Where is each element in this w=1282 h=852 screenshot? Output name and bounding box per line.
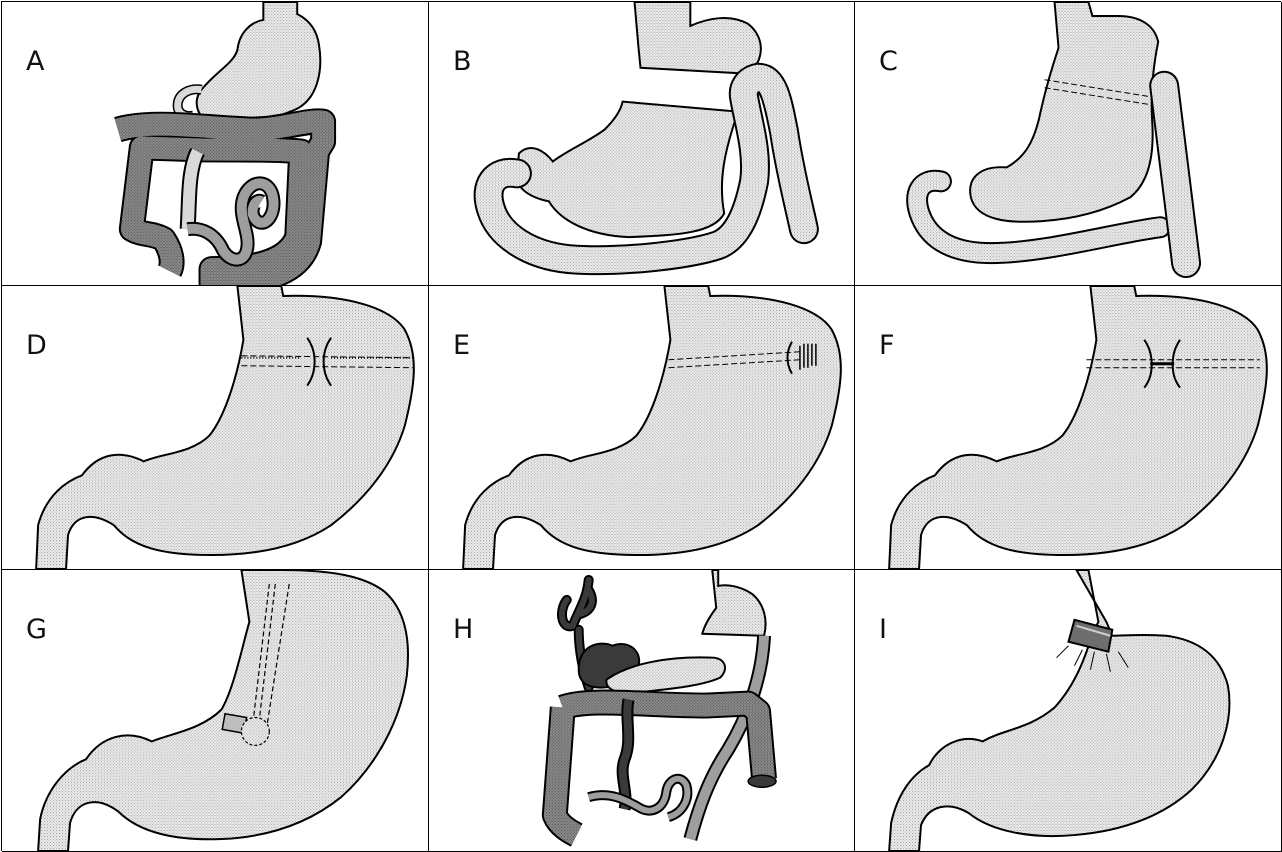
gastric-bypass-loop-illustration: [855, 2, 1281, 285]
partitioned-stomach-bypass-illustration: [429, 2, 854, 285]
panel-f: F: [855, 286, 1282, 570]
panel-h: H: [429, 570, 855, 852]
panel-e: E: [429, 286, 855, 570]
panel-b: B: [429, 2, 855, 286]
panel-a: A: [2, 2, 429, 286]
gastroplasty-central-channel-illustration: [855, 286, 1281, 569]
roux-en-y-gastric-bypass-illustration: [2, 2, 428, 285]
vertical-banded-gastroplasty-illustration: [2, 570, 428, 851]
adjustable-gastric-band-illustration: [855, 570, 1281, 851]
panel-g: G: [2, 570, 429, 852]
gastroplasty-lateral-channel-illustration: [429, 286, 854, 569]
panel-d: D: [2, 286, 429, 570]
biliopancreatic-diversion-illustration: [429, 570, 854, 851]
panel-i: I: [855, 570, 1282, 852]
horizontal-gastroplasty-illustration: [2, 286, 428, 569]
panel-c: C: [855, 2, 1282, 286]
